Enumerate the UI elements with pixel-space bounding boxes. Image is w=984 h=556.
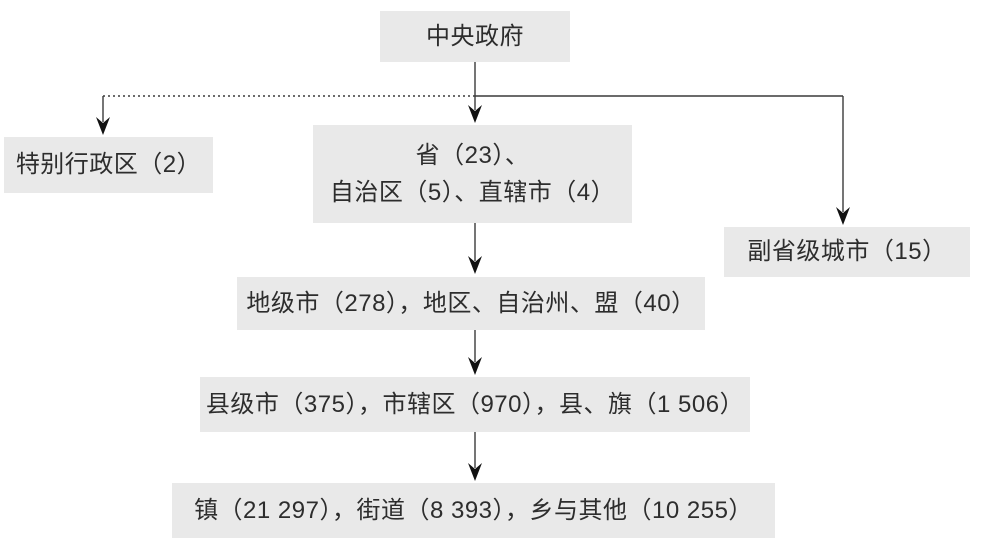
arrowhead-icon — [468, 463, 482, 481]
node-county-level: 县级市（375），市辖区（970），县、旗（1 506） — [200, 377, 750, 432]
arrowhead-icon — [468, 357, 482, 375]
node-special-administrative-regions: 特别行政区（2） — [4, 137, 213, 193]
node-label: 县级市（375），市辖区（970），县、旗（1 506） — [205, 390, 745, 418]
node-prefecture-level: 地级市（278），地区、自治州、盟（40） — [237, 277, 705, 330]
arrowhead-icon — [468, 105, 482, 123]
node-township-level: 镇（21 297），街道（8 393），乡与其他（10 255） — [172, 483, 775, 538]
node-label: 地级市（278），地区、自治州、盟（40） — [246, 289, 696, 317]
arrowhead-icon — [836, 207, 850, 225]
node-label: 中央政府 — [426, 22, 524, 50]
arrowhead-icon — [96, 117, 110, 135]
node-label-line1: 省（23）、 — [415, 141, 530, 169]
node-sub-provincial-cities: 副省级城市（15） — [724, 227, 970, 277]
node-label-line2: 自治区（5）、直辖市（4） — [329, 179, 616, 206]
node-label: 特别行政区（2） — [15, 151, 202, 179]
node-label: 镇（21 297），街道（8 393），乡与其他（10 255） — [194, 496, 753, 524]
node-provinces-autonomous-regions-municipalities: 省（23）、 自治区（5）、直辖市（4） — [313, 125, 632, 223]
node-label: 副省级城市（15） — [747, 238, 947, 266]
arrowhead-icon — [468, 256, 482, 274]
node-central-government: 中央政府 — [380, 11, 570, 62]
